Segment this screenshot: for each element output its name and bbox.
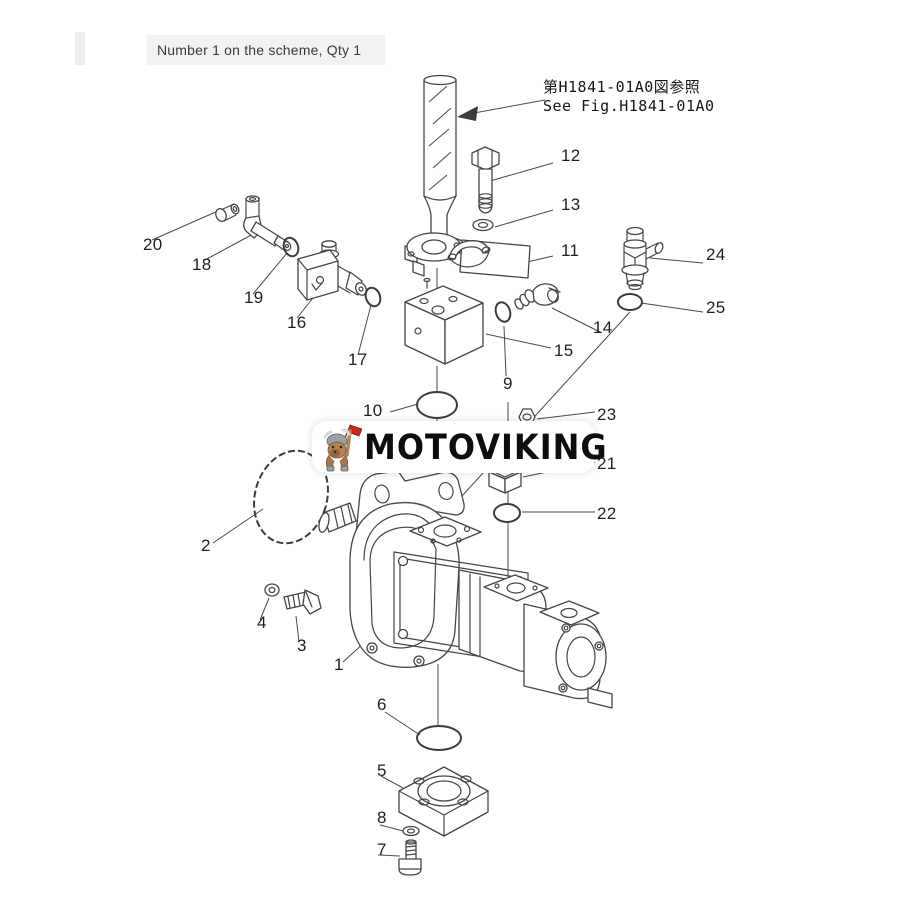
clamp-11 (447, 239, 531, 279)
part-label-3: 3 (297, 636, 307, 655)
motoviking-watermark: MOTOVIKING (312, 421, 607, 473)
fitting-24 (621, 226, 664, 291)
figure-reference: 第H1841-01A0図参照 See Fig.H1841-01A0 (543, 78, 715, 116)
part-label-14: 14 (593, 318, 613, 337)
part-label-22: 22 (597, 504, 617, 523)
brand-name: MOTOVIKING (364, 426, 608, 468)
figure-reference-english: See Fig.H1841-01A0 (543, 97, 715, 115)
scan-edge-bar (75, 32, 85, 65)
part-label-23: 23 (597, 405, 617, 424)
part-label-21: 21 (597, 454, 617, 473)
part-label-20: 20 (143, 235, 163, 254)
bolt-3 (283, 589, 322, 615)
part-label-13: 13 (561, 195, 581, 214)
o-ring-9 (494, 301, 512, 323)
drive-shaft (423, 74, 457, 251)
part-label-10: 10 (363, 401, 383, 420)
hex-bolt-12 (471, 146, 500, 214)
bolt-7 (398, 839, 422, 876)
part-label-2: 2 (201, 536, 211, 555)
part-label-24: 24 (706, 245, 726, 264)
o-ring-25 (617, 293, 643, 311)
part-label-6: 6 (377, 695, 387, 714)
part-label-17: 17 (348, 350, 368, 369)
figure-arrow (457, 99, 546, 121)
scheme-note: Number 1 on the scheme, Qty 1 (147, 35, 385, 65)
o-ring-17 (364, 286, 382, 308)
part-label-15: 15 (554, 341, 574, 360)
part-label-11: 11 (561, 241, 580, 260)
washer-8 (402, 825, 420, 837)
leader-lines (151, 162, 704, 857)
part-label-4: 4 (257, 613, 267, 632)
o-ring-2 (253, 449, 329, 545)
elbow-fitting-14 (514, 283, 561, 310)
o-ring-22 (493, 503, 521, 523)
washer-4 (264, 583, 280, 597)
valve-16 (297, 240, 368, 301)
part-label-8: 8 (377, 808, 387, 827)
part-label-1: 1 (334, 655, 344, 674)
plug-20 (215, 203, 240, 222)
part-label-5: 5 (377, 761, 387, 780)
valve-block-15 (404, 277, 484, 365)
part-label-25: 25 (706, 298, 726, 317)
o-ring-19 (282, 236, 300, 258)
part-label-9: 9 (503, 374, 513, 393)
o-ring-10 (416, 391, 458, 419)
part-label-18: 18 (192, 255, 212, 274)
washer-13 (472, 218, 494, 232)
pump-assembly (318, 470, 613, 709)
part-label-12: 12 (561, 146, 581, 165)
flange-plate-5 (398, 766, 489, 837)
o-ring-6 (416, 725, 462, 751)
part-label-16: 16 (287, 313, 307, 332)
part-label-19: 19 (244, 288, 264, 307)
part-label-7: 7 (377, 840, 387, 859)
viking-dog-mascot-icon (323, 424, 362, 472)
figure-reference-japanese: 第H1841-01A0図参照 (543, 78, 701, 96)
